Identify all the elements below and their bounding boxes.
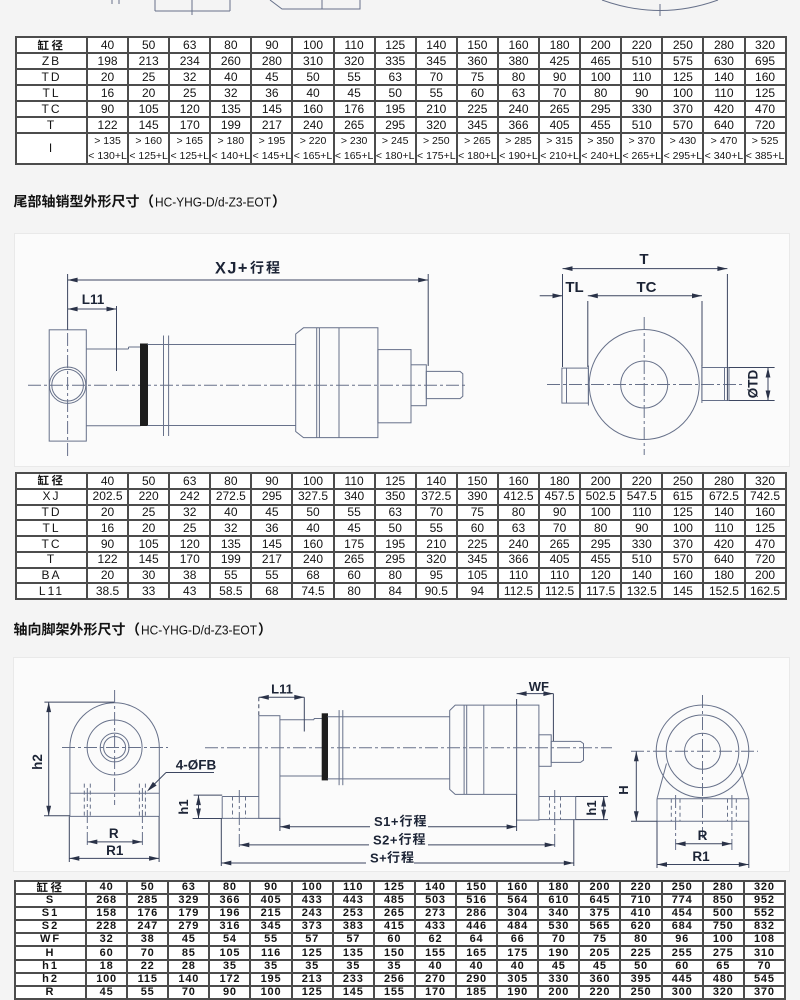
svg-text:R: R xyxy=(109,826,119,841)
svg-text:h2: h2 xyxy=(30,754,45,770)
svg-text:h1: h1 xyxy=(176,799,191,814)
svg-text:L11: L11 xyxy=(82,292,105,307)
svg-text:HC-YHG-D/d-Z3-EOT: HC-YHG-D/d-Z3-EOT xyxy=(155,194,271,209)
svg-text:S2+: S2+ xyxy=(373,832,398,847)
svg-text:TL: TL xyxy=(565,279,583,296)
svg-text:HC-YHG-D/d-Z3-EOT: HC-YHG-D/d-Z3-EOT xyxy=(141,622,257,637)
svg-text:S+: S+ xyxy=(370,850,387,865)
svg-text:L11: L11 xyxy=(271,682,293,697)
svg-text:ØTD: ØTD xyxy=(746,370,761,399)
svg-text:S1+: S1+ xyxy=(374,814,399,829)
svg-text:TC: TC xyxy=(637,279,657,296)
svg-text:4-ØFB: 4-ØFB xyxy=(176,758,217,773)
svg-text:H: H xyxy=(616,785,631,794)
svg-text:R1: R1 xyxy=(692,849,710,864)
svg-text:R1: R1 xyxy=(106,843,124,858)
svg-text:T: T xyxy=(639,251,648,268)
svg-text:h1: h1 xyxy=(584,800,599,815)
svg-text:XJ+: XJ+ xyxy=(215,260,249,278)
svg-text:WF: WF xyxy=(529,679,549,694)
svg-text:R: R xyxy=(698,828,708,843)
